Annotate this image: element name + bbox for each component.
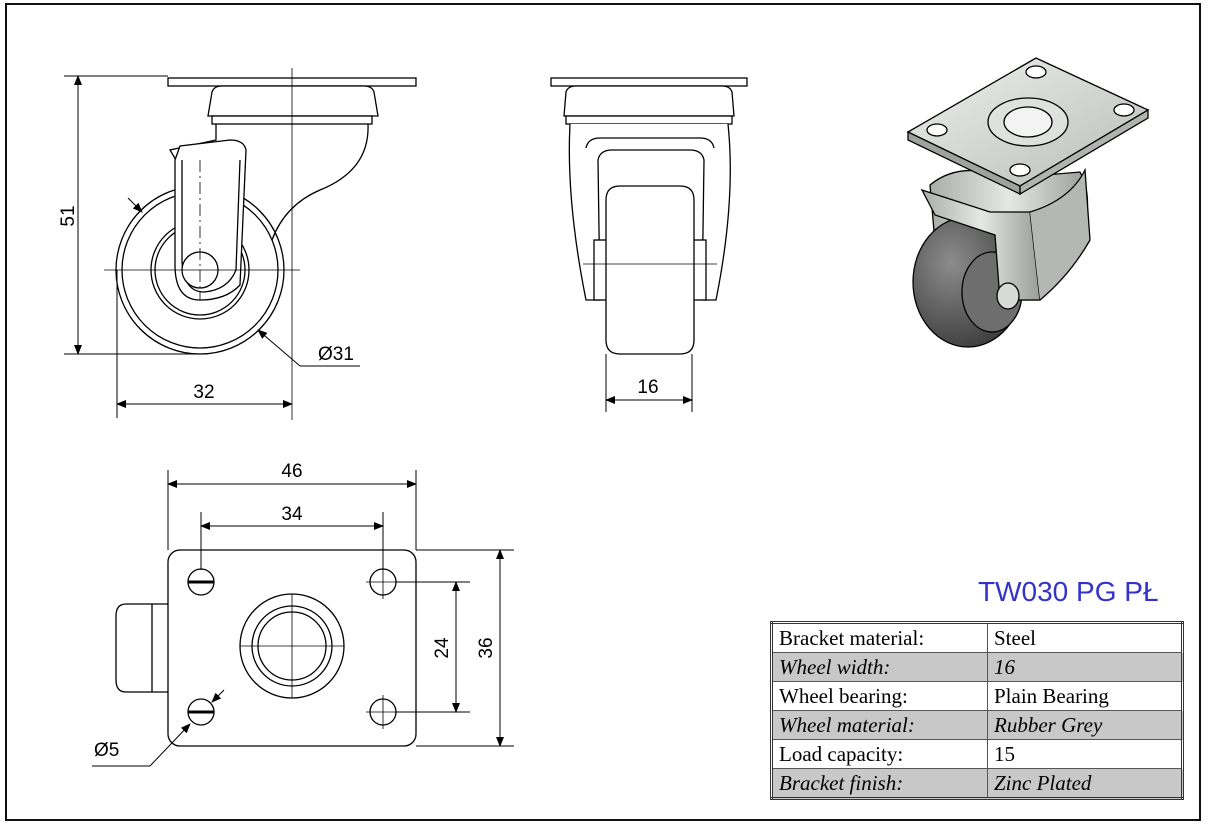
spec-value: 16 (987, 652, 1183, 682)
dim-wheel-diameter: Ø31 (318, 344, 354, 365)
dim-plate-width: 46 (281, 461, 302, 482)
dim-hole-spacing-y: 24 (432, 637, 453, 659)
side-view (104, 68, 417, 420)
dim-front-wheel-width: 16 (637, 377, 658, 398)
top-dimensions (92, 470, 514, 767)
spec-label: Wheel bearing: (771, 681, 988, 711)
spec-row: Bracket material: Steel (771, 622, 1183, 653)
spec-table: Bracket material: Steel Wheel width: 16 … (770, 621, 1184, 800)
spec-value: Plain Bearing (987, 681, 1183, 711)
model-code: TW030 PG PŁ (978, 576, 1159, 607)
dim-hole-spacing-x: 34 (281, 504, 303, 525)
front-dimensions (605, 354, 693, 412)
spec-row: Wheel material: Rubber Grey (771, 710, 1183, 740)
spec-row: Load capacity: 15 (771, 739, 1183, 769)
side-dimensions (64, 75, 360, 418)
dim-plate-height: 36 (476, 637, 497, 658)
spec-value: Zinc Plated (987, 768, 1183, 799)
spec-label: Wheel width: (771, 652, 988, 682)
spec-row: Bracket finish: Zinc Plated (771, 768, 1183, 799)
spec-label: Bracket finish: (771, 768, 988, 799)
spec-label: Load capacity: (771, 739, 988, 769)
top-view (115, 549, 417, 747)
spec-label: Wheel material: (771, 710, 988, 740)
isometric-view (906, 57, 1150, 348)
spec-value: Rubber Grey (987, 710, 1183, 740)
dim-side-height: 51 (58, 205, 79, 226)
spec-label: Bracket material: (771, 622, 988, 653)
dim-hole-diameter: Ø5 (94, 740, 119, 761)
spec-row: Wheel width: 16 (771, 652, 1183, 682)
spec-row: Wheel bearing: Plain Bearing (771, 681, 1183, 711)
front-view (550, 77, 748, 355)
drawing-frame (5, 3, 1201, 821)
spec-value: 15 (987, 739, 1183, 769)
spec-value: Steel (987, 622, 1183, 653)
dim-side-width: 32 (193, 382, 214, 403)
